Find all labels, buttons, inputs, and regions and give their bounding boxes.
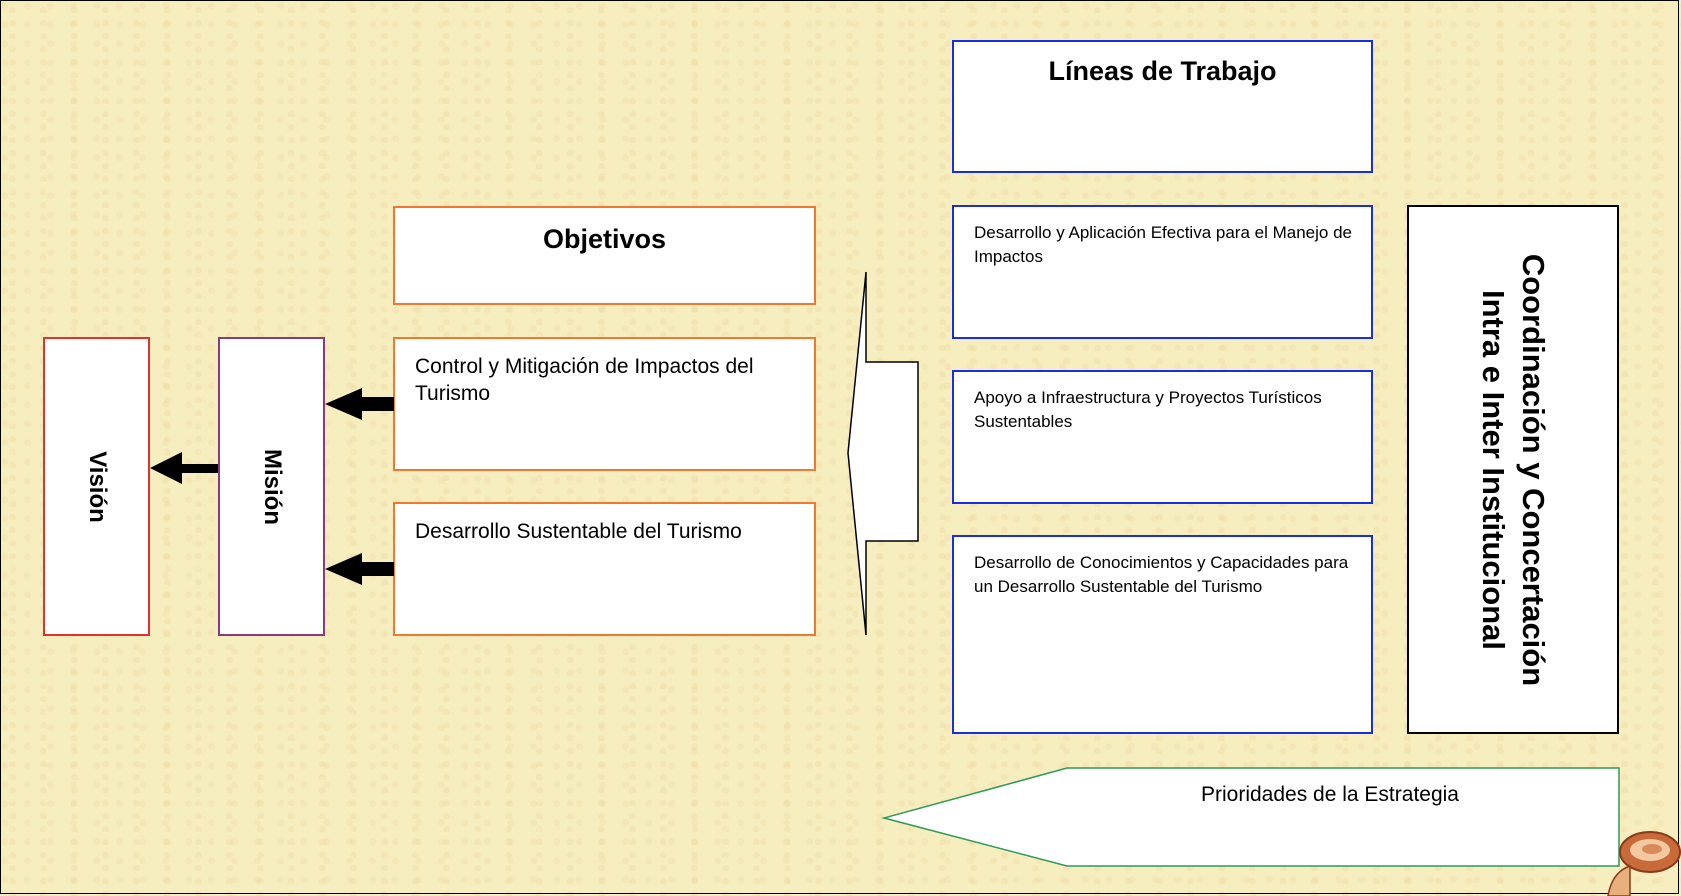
work-line-box-2: Apoyo a Infraestructura y Proyectos Turí… (952, 370, 1373, 504)
work-line-box-1: Desarrollo y Aplicación Efectiva para el… (952, 205, 1373, 339)
objectives-title: Objetivos (542, 224, 667, 254)
objective-box-2: Desarrollo Sustentable del Turismo (393, 502, 816, 636)
objective-text-2: Desarrollo Sustentable del Turismo (415, 520, 742, 543)
coffee-cup-icon (1607, 831, 1681, 896)
coordination-box: Coordinación y Concertación Intra e Inte… (1407, 205, 1619, 734)
work-line-box-3: Desarrollo de Conocimientos y Capacidade… (952, 535, 1373, 734)
arrow-objective1-to-mission (325, 388, 394, 420)
work-line-text-3: Desarrollo de Conocimientos y Capacidade… (974, 553, 1349, 596)
work-line-text-1: Desarrollo y Aplicación Efectiva para el… (974, 223, 1352, 266)
arrow-objective2-to-mission (325, 553, 394, 585)
objectives-header-box: Objetivos (393, 206, 816, 305)
vision-box: Visión (43, 337, 150, 636)
work-line-text-2: Apoyo a Infraestructura y Proyectos Turí… (974, 388, 1322, 431)
objective-box-1: Control y Mitigación de Impactos del Tur… (393, 337, 816, 471)
objective-text-1: Control y Mitigación de Impactos del Tur… (415, 355, 754, 405)
bracket-arrow-shape (847, 271, 919, 636)
mission-box: Misión (218, 337, 325, 636)
work-lines-title: Líneas de Trabajo (1048, 56, 1277, 86)
work-lines-header-box: Líneas de Trabajo (952, 40, 1373, 173)
arrow-mission-to-vision (150, 452, 218, 484)
priorities-label: Prioridades de la Estrategia (1201, 783, 1459, 806)
priorities-arrow-shape (881, 767, 1620, 867)
